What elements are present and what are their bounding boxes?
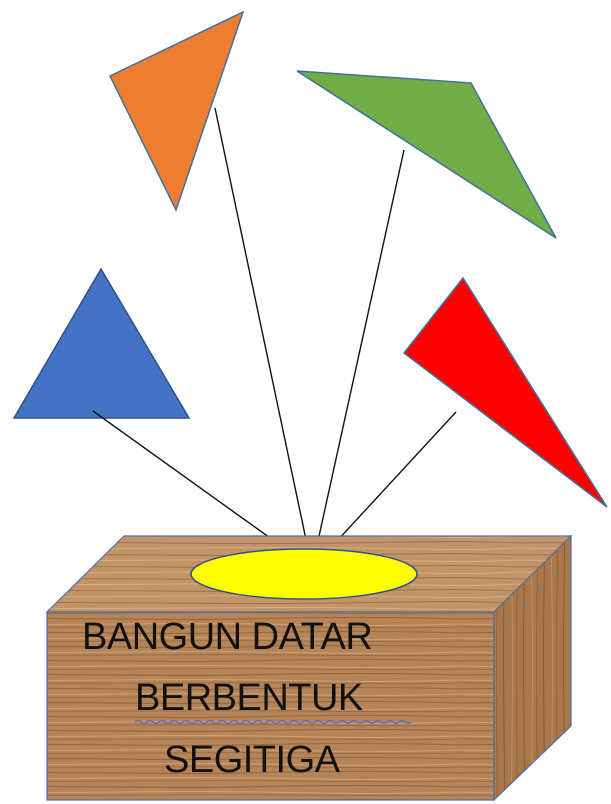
string-orange xyxy=(215,108,312,568)
red-triangle xyxy=(404,278,607,507)
blue-triangle xyxy=(14,269,189,418)
box-label-line3: SEGITIGA xyxy=(164,739,341,781)
orange-triangle xyxy=(110,12,243,210)
green-triangle xyxy=(297,71,556,238)
box-label-line2: BERBENTUK xyxy=(135,677,363,719)
string-green xyxy=(312,150,404,568)
box-label-line1: BANGUN DATAR xyxy=(82,616,372,658)
box-hole xyxy=(191,549,417,599)
